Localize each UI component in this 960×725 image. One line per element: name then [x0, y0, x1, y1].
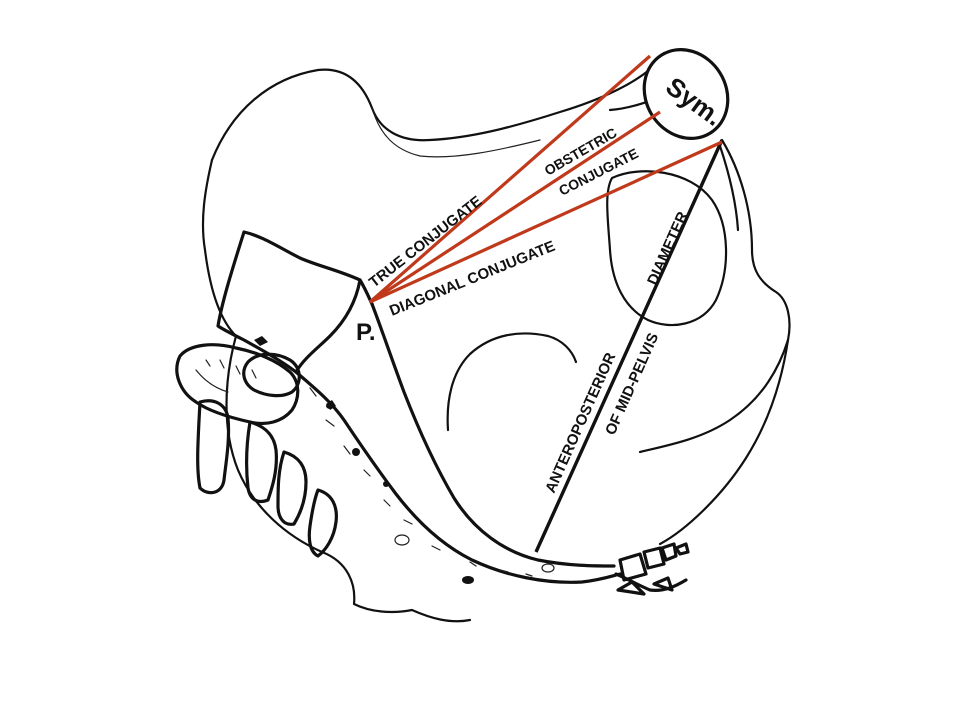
diameter-label: DIAMETER	[644, 209, 691, 288]
anteroposterior-diameter-line	[534, 139, 724, 553]
sacrum-body	[294, 302, 622, 584]
iliac-wing-left-edge	[201, 158, 238, 338]
lumbar-vertebra-body	[175, 343, 300, 426]
transverse-process-2	[245, 420, 278, 504]
sacral-ridge-texture	[309, 387, 533, 577]
pelvis-lower-outline	[225, 334, 472, 623]
sacral-foramen-4	[394, 534, 410, 546]
sacral-foramen-5	[462, 576, 474, 584]
sacral-foramen-2	[352, 448, 360, 456]
articular-process	[242, 352, 301, 398]
coccyx-segment-4	[674, 542, 690, 556]
coccyx-segment-3	[660, 542, 678, 562]
sacrum-upper-block	[216, 230, 362, 374]
spine-mark-2	[326, 400, 336, 410]
iliac-inner-line	[371, 107, 541, 158]
coccyx-segment-2	[642, 546, 666, 570]
spine-mark-1	[254, 336, 268, 346]
transverse-process-1	[196, 399, 231, 495]
coccyx-segment-1	[618, 552, 648, 582]
ischium-outline	[638, 144, 790, 454]
transverse-process-4	[307, 488, 338, 558]
obturator-foramen	[606, 170, 728, 327]
symphysis-pubis	[642, 48, 730, 140]
true-conjugate-line	[368, 54, 652, 304]
obstetric-conjugate-line	[369, 110, 661, 304]
promontory-label: P.	[356, 319, 376, 346]
sciatic-notch	[446, 332, 578, 432]
sacral-foramen-3	[383, 481, 389, 487]
diagonal-conjugate-line	[369, 140, 723, 304]
lumbar-vertebra-shading	[195, 359, 257, 393]
coccyx-tip	[614, 572, 688, 596]
sacral-foramen-6	[541, 563, 555, 573]
transverse-process-3	[276, 450, 308, 526]
